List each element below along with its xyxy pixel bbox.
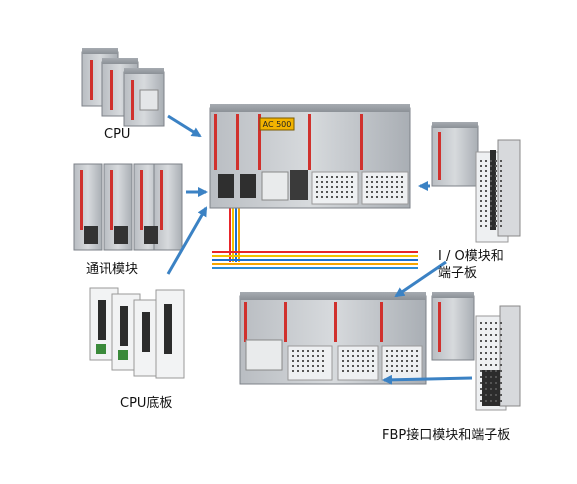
remote-io-terminal-dots-1	[292, 350, 324, 372]
bus-horizontal-cable	[212, 251, 418, 269]
comm-module-label: 通讯模块	[86, 262, 139, 277]
comm-module-4	[153, 163, 183, 251]
io-module-group	[431, 122, 521, 243]
brand-display-text: AC 500	[263, 120, 292, 129]
bus-cable-bundle	[212, 205, 418, 269]
bus-vertical-cable	[229, 205, 240, 262]
arrow-io-to-remote-rack	[394, 260, 447, 298]
rack-io-terminal-dots-1	[316, 176, 353, 198]
rack-io-terminal-dots-2	[366, 176, 403, 198]
fbp-module-group	[431, 292, 521, 411]
comm-module-group	[73, 163, 183, 251]
main-plc-rack: AC 500	[209, 104, 411, 209]
remote-io-terminal-dots-3	[386, 350, 418, 372]
cpu-display-panel	[259, 117, 295, 131]
arrow-cpu-to-rack	[167, 114, 202, 138]
cpu-base-label: CPU底板	[120, 396, 173, 411]
cpu-module-3	[123, 68, 165, 127]
arrow-base-to-rack	[166, 206, 208, 275]
remote-io-terminal-dots-2	[342, 350, 374, 372]
cpu-base-group	[89, 287, 185, 379]
connection-arrows	[166, 114, 473, 385]
rack-io-terminal-1	[311, 171, 359, 205]
fbp-label: FBP接口模块和端子板	[382, 428, 511, 443]
remote-plc-rack	[239, 292, 427, 385]
io-module-label-line2: 端子板	[438, 266, 478, 281]
io-module-label-line1: I / O模块和	[438, 249, 504, 264]
cpu-module-group	[81, 48, 165, 127]
arrow-fbp-to-remote-rack	[382, 374, 473, 385]
cpu-label: CPU	[104, 127, 131, 142]
rack-io-terminal-2	[361, 171, 409, 205]
fbp-terminal-board-dots	[480, 322, 502, 402]
io-terminal-board-dots	[480, 160, 502, 227]
io-module-label: I / O模块和 端子板	[438, 248, 504, 282]
